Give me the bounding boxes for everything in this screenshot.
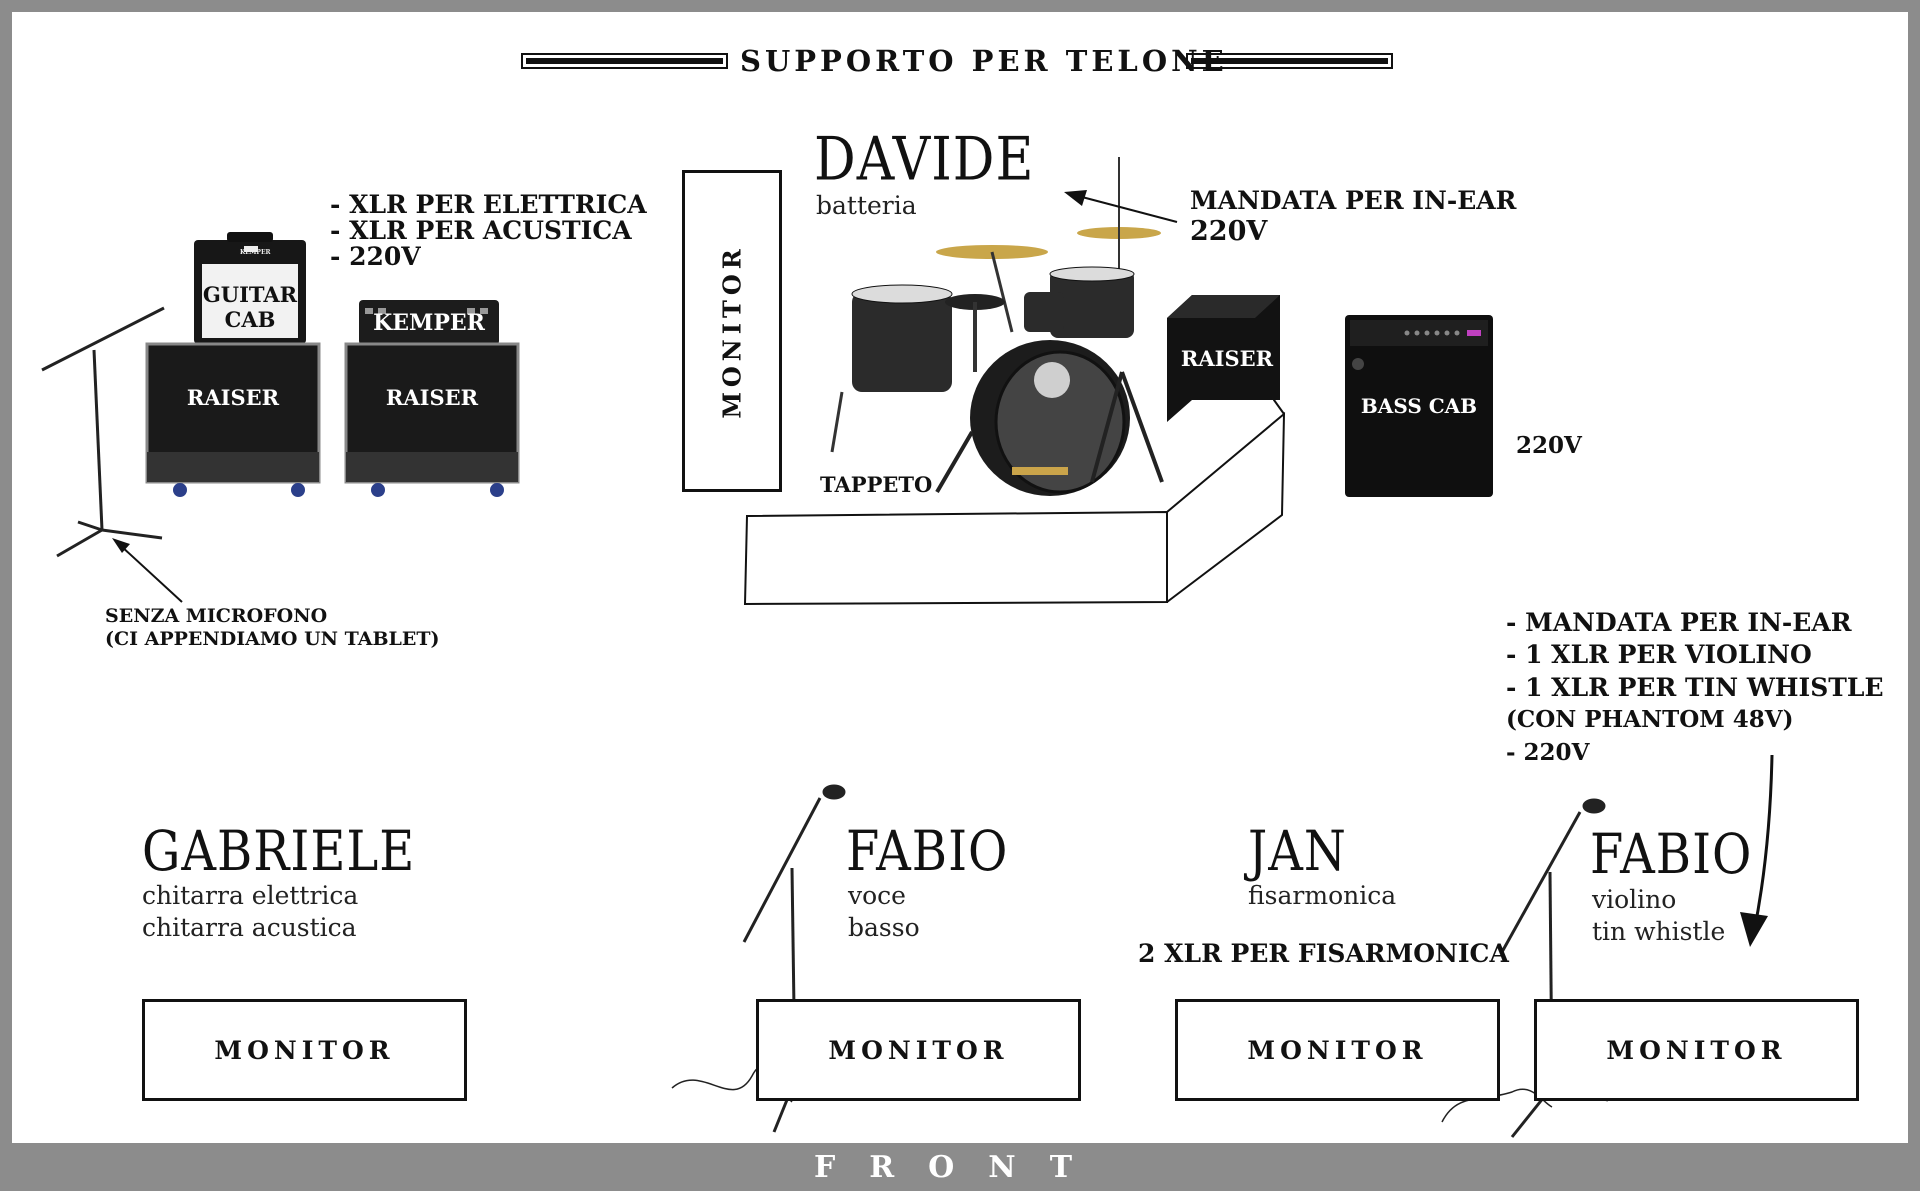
musician-role-gabriele-1: chitarra elettrica xyxy=(142,881,359,910)
guitar-cab-label-line2: CAB xyxy=(224,307,276,332)
guitar-cab-label-line1: GUITAR xyxy=(202,282,298,307)
monitor-jan: MONITOR xyxy=(1175,999,1500,1101)
monitor-gabriele-label: MONITOR xyxy=(214,1035,395,1065)
musician-role-jan: fisarmonica xyxy=(1248,881,1397,910)
monitor-fabio-voce-label: MONITOR xyxy=(828,1035,1009,1065)
header-bar-left xyxy=(521,53,728,69)
raiser-mid-label: RAISER xyxy=(385,385,479,410)
bass-cab-label: BASS CAB xyxy=(1360,394,1478,418)
violin-note-phantom: (CON PHANTOM 48V) xyxy=(1506,706,1794,733)
in-ear-arrow xyxy=(1064,190,1178,223)
drum-raiser-cube xyxy=(1167,295,1280,422)
stage-drawing xyxy=(41,53,1774,1138)
flight-case-left-icon xyxy=(145,342,321,497)
monitor-gabriele: MONITOR xyxy=(142,999,467,1101)
monitor-fabio-violino-label: MONITOR xyxy=(1606,1035,1787,1065)
musician-role-fabio-voce-2: basso xyxy=(848,913,920,942)
drum-side-monitor-label: MONITOR xyxy=(717,243,747,419)
header-bar-right xyxy=(1186,53,1393,69)
musician-name-gabriele: GABRIELE xyxy=(142,819,416,884)
boom-stand-left-icon xyxy=(41,306,165,558)
musician-name-davide: DAVIDE xyxy=(814,125,1035,195)
musician-name-fabio-violino: FABIO xyxy=(1590,822,1753,887)
musician-role-fabio-violino-1: violino xyxy=(1592,885,1677,914)
guitar-cab-brand: KEMPER xyxy=(240,249,271,256)
stage-plot: SUPPORTO PER TELONE MONITOR DAVIDE batte… xyxy=(12,12,1908,1143)
violin-note-power: - 220V xyxy=(1506,739,1590,766)
guitar-note-xlr-acustica: - XLR PER ACUSTICA xyxy=(330,216,632,245)
kemper-head-icon xyxy=(359,300,499,345)
musician-name-fabio-voce: FABIO xyxy=(846,819,1009,884)
flight-case-mid-icon xyxy=(344,342,520,497)
monitor-jan-label: MONITOR xyxy=(1247,1035,1428,1065)
musician-role-fabio-voce-1: voce xyxy=(848,881,906,910)
guitar-amp-icon xyxy=(194,232,306,344)
kemper-label: KEMPER xyxy=(373,310,485,336)
violin-note-xlr-violino: - 1 XLR PER VIOLINO xyxy=(1506,640,1812,669)
bass-cab-power: 220V xyxy=(1516,432,1582,459)
mic-note-line1: SENZA MICROFONO xyxy=(105,605,328,627)
front-label: FRONT xyxy=(813,1149,1107,1185)
mic-note-line2: (CI APPENDIAMO UN TABLET) xyxy=(105,628,440,650)
guitar-note-xlr-elettrica: - XLR PER ELETTRICA xyxy=(330,190,647,219)
musician-role-davide: batteria xyxy=(816,191,917,220)
drum-note-in-ear: MANDATA PER IN-EAR xyxy=(1190,186,1517,215)
raiser-drum-label: RAISER xyxy=(1180,346,1274,371)
violin-note-arrow xyxy=(1740,754,1774,947)
guitar-note-power: - 220V xyxy=(330,242,421,271)
monitor-fabio-voce: MONITOR xyxy=(756,999,1081,1101)
guitar-cab-label: GUITAR CAB xyxy=(202,282,298,332)
drum-note-power: 220V xyxy=(1190,216,1268,247)
mic-note-arrow xyxy=(112,538,183,603)
monitor-fabio-violino: MONITOR xyxy=(1534,999,1859,1101)
musician-name-jan: JAN xyxy=(1248,819,1347,884)
musician-role-gabriele-2: chitarra acustica xyxy=(142,913,357,942)
drum-side-monitor: MONITOR xyxy=(682,170,782,492)
raiser-left-label: RAISER xyxy=(186,385,280,410)
violin-note-in-ear: - MANDATA PER IN-EAR xyxy=(1506,608,1852,637)
tappeto-label: TAPPETO xyxy=(820,472,933,497)
bass-cab-icon xyxy=(1345,315,1493,497)
violin-note-xlr-tin-whistle: - 1 XLR PER TIN WHISTLE xyxy=(1506,673,1884,702)
drum-kit-icon xyxy=(830,157,1164,496)
page-title: SUPPORTO PER TELONE xyxy=(740,44,1228,78)
jan-note-xlr: 2 XLR PER FISARMONICA xyxy=(1138,939,1509,968)
musician-role-fabio-violino-2: tin whistle xyxy=(1592,917,1726,946)
